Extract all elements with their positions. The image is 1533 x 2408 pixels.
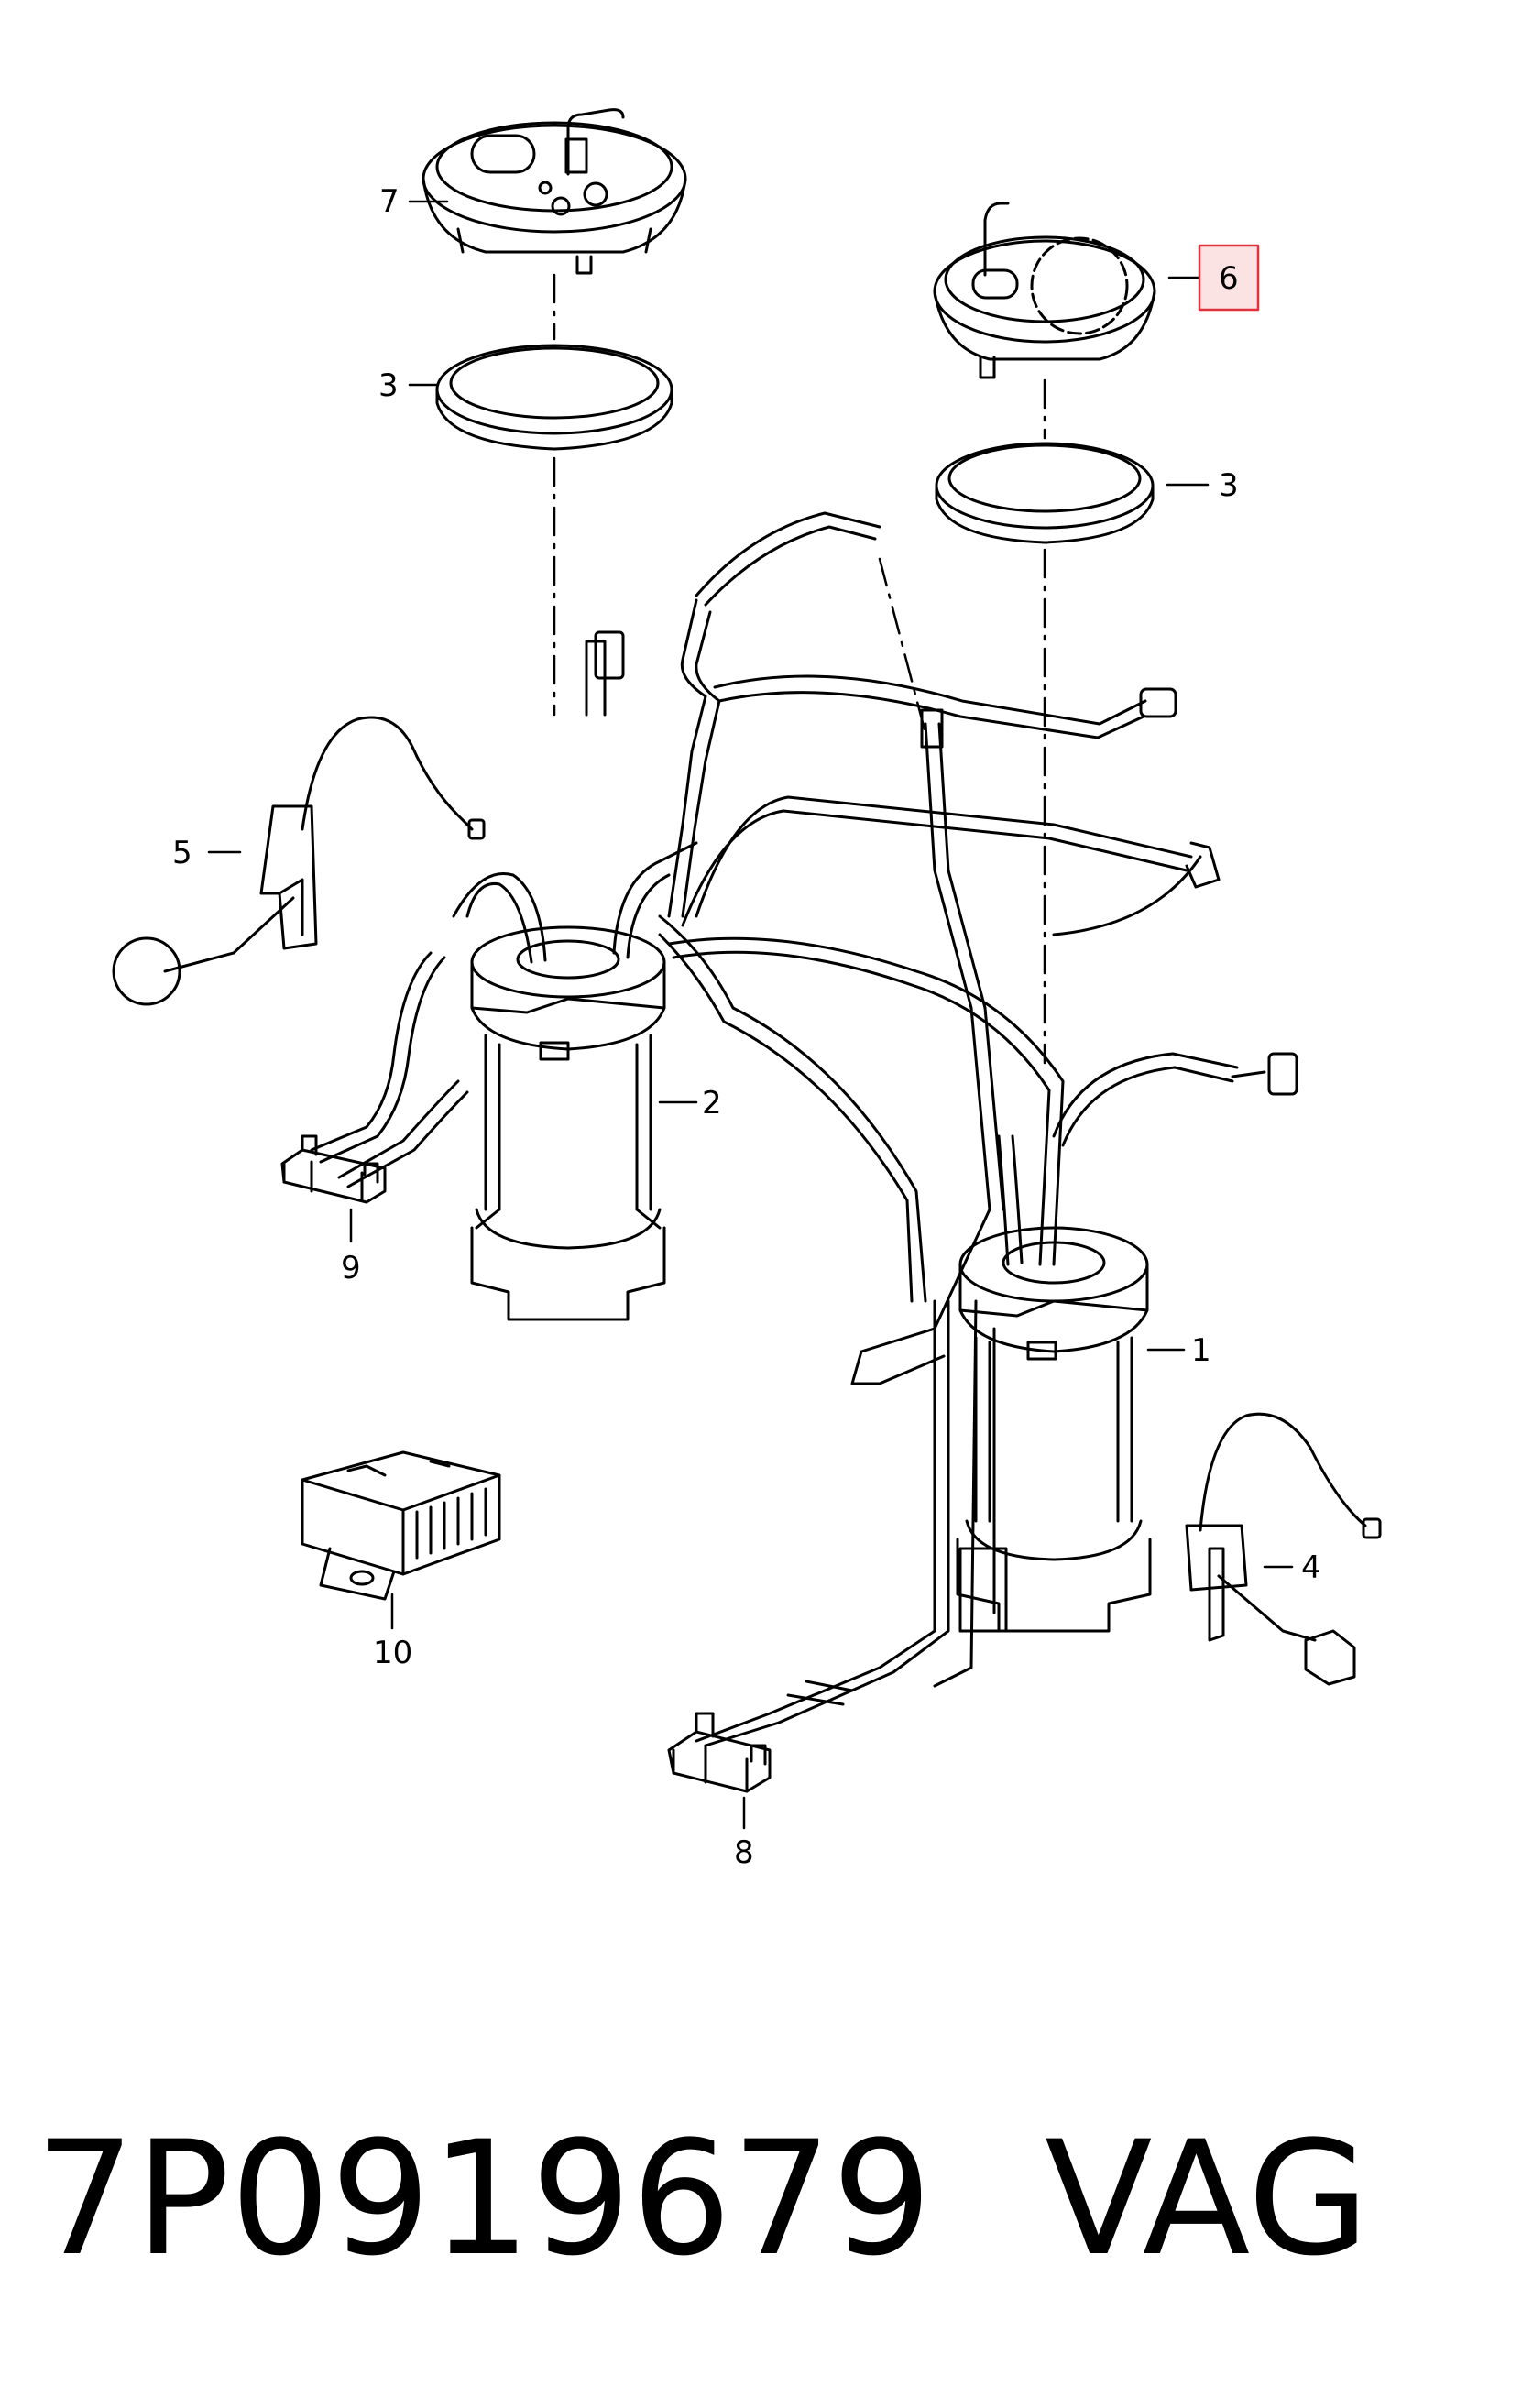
fuel-pump-module-part-2 <box>452 841 698 1321</box>
assembly-axes <box>553 273 1046 1065</box>
callout-2: 2 <box>702 1085 722 1122</box>
callout-3-left: 3 <box>378 367 399 404</box>
part-number: 7P0919679 <box>35 2107 933 2291</box>
callout-5: 5 <box>172 835 192 871</box>
callout-leaders <box>207 200 1294 1830</box>
fuel-lines-and-wiring <box>310 511 1298 1747</box>
brand-name: VAG <box>1045 2107 1370 2291</box>
highlight-box-part-6 <box>1198 244 1260 312</box>
callout-9: 9 <box>341 1250 361 1286</box>
connector-part-8 <box>667 1680 854 1793</box>
fuel-level-sender-part-5 <box>112 716 486 1006</box>
flange-part-6 <box>933 202 1156 379</box>
fuel-level-sender-part-4 <box>1185 1412 1382 1686</box>
callout-10: 10 <box>373 1635 412 1671</box>
callout-7: 7 <box>379 183 400 220</box>
callout-1: 1 <box>1191 1332 1211 1369</box>
flange-part-7 <box>422 108 687 275</box>
connector-part-9 <box>280 1134 387 1204</box>
callout-3-right: 3 <box>1219 467 1239 504</box>
callout-8: 8 <box>734 1834 754 1871</box>
seal-ring-part-3-left <box>435 344 673 451</box>
callout-6: 6 <box>1219 260 1239 297</box>
callout-4: 4 <box>1301 1549 1321 1586</box>
fuel-pump-module-part-1 <box>956 1134 1152 1633</box>
seal-ring-part-3-right <box>935 442 1155 544</box>
control-unit-part-10 <box>301 1450 501 1601</box>
